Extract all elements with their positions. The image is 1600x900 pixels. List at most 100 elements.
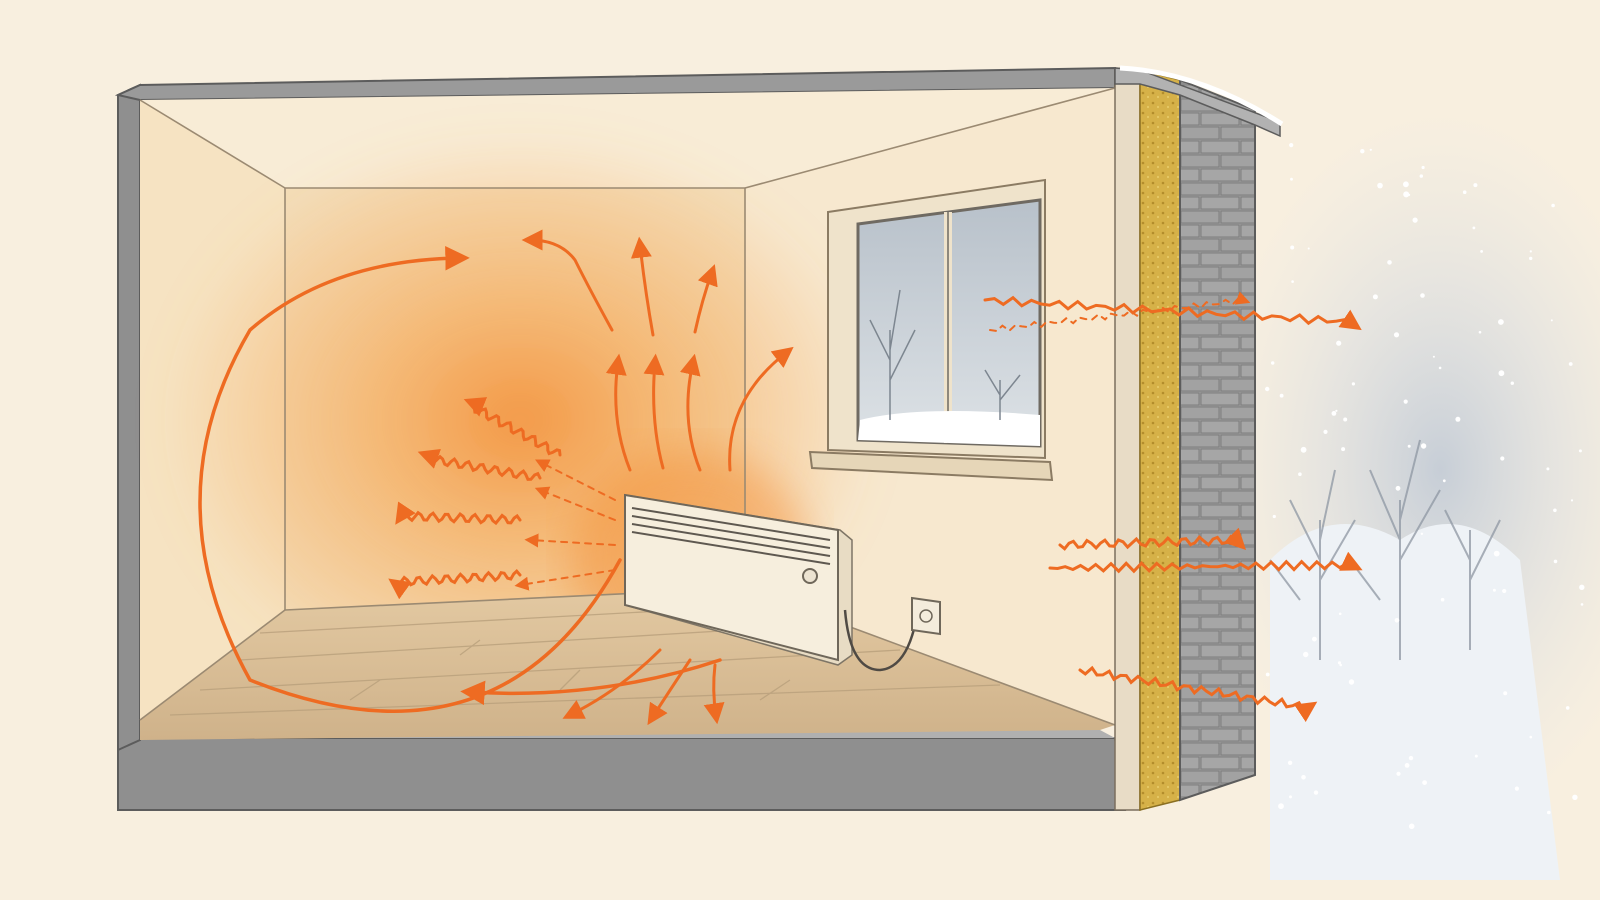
heat-loss-arrow bbox=[989, 291, 1251, 333]
snowflake bbox=[1335, 409, 1338, 412]
radiant-heat-arrow bbox=[417, 448, 542, 481]
snowflake bbox=[1341, 447, 1346, 452]
snowflake bbox=[1420, 443, 1427, 449]
snowflake bbox=[1432, 355, 1435, 358]
snowflake bbox=[1500, 456, 1505, 461]
rising-air-arrow bbox=[643, 353, 665, 470]
down-heat-arrow bbox=[647, 658, 692, 726]
snowflake bbox=[1343, 417, 1348, 422]
snowflake bbox=[1551, 203, 1555, 208]
snowflake bbox=[1307, 247, 1310, 250]
floor-slab-section bbox=[117, 730, 1127, 811]
snowflake bbox=[1503, 691, 1508, 696]
snowflake bbox=[1372, 294, 1378, 300]
snowflake bbox=[1272, 514, 1276, 519]
snowflake bbox=[1407, 444, 1411, 448]
snowflake bbox=[1271, 361, 1275, 365]
snowflake bbox=[1300, 446, 1307, 453]
snowflake bbox=[1312, 636, 1317, 642]
snowflake bbox=[1514, 786, 1519, 791]
radiant-ray bbox=[514, 569, 616, 591]
snowflake bbox=[1478, 330, 1482, 334]
snowflake bbox=[1289, 795, 1292, 799]
heat-loss-arrow bbox=[983, 295, 1362, 331]
radiant-heat-arrow bbox=[463, 397, 562, 457]
snowflake bbox=[1338, 612, 1342, 616]
radiant-ray bbox=[524, 533, 616, 548]
heat-loss-arrow bbox=[1058, 527, 1247, 551]
electric-panel-heater-icon bbox=[624, 493, 917, 672]
brick-layer bbox=[1179, 78, 1256, 802]
outdoor-snow-area bbox=[1210, 110, 1600, 880]
snowflake bbox=[1313, 790, 1319, 795]
snowflake bbox=[1553, 559, 1558, 564]
snowflake bbox=[1377, 182, 1383, 189]
insulation-layer bbox=[1139, 69, 1181, 811]
snowflake bbox=[1301, 775, 1306, 780]
snowflake bbox=[1442, 479, 1446, 483]
snowflake bbox=[1290, 245, 1295, 250]
snowflake bbox=[1493, 550, 1500, 557]
bare-tree-icon bbox=[1269, 439, 1501, 660]
radiant-ray bbox=[534, 486, 616, 521]
snowflake bbox=[1480, 250, 1483, 253]
snowflake bbox=[1492, 588, 1496, 592]
snowflake bbox=[1529, 256, 1533, 261]
snowflake bbox=[1394, 618, 1400, 623]
snowflake bbox=[1498, 370, 1505, 377]
snowflake bbox=[1265, 672, 1270, 677]
snowflake bbox=[1570, 499, 1574, 502]
rising-air-arrow bbox=[680, 353, 702, 472]
snowflake bbox=[1502, 588, 1507, 594]
exterior-wall-section bbox=[1114, 65, 1284, 811]
snowflake bbox=[1408, 755, 1414, 761]
snowflake bbox=[1568, 362, 1573, 366]
snowflake bbox=[1393, 332, 1400, 338]
rising-air-arrow bbox=[693, 264, 718, 334]
floor-arrow-left bbox=[460, 658, 722, 706]
snowflake bbox=[1550, 319, 1553, 322]
snowflake bbox=[1473, 183, 1478, 188]
snowflake bbox=[1303, 651, 1309, 658]
rising-air-arrow bbox=[728, 346, 794, 472]
snowflake bbox=[1265, 386, 1270, 392]
snowflake bbox=[1420, 532, 1424, 535]
snowflake bbox=[1337, 661, 1342, 665]
snowflake bbox=[1278, 803, 1284, 810]
snowflake bbox=[1529, 735, 1533, 739]
snowflake bbox=[1408, 823, 1415, 830]
snowflake bbox=[1387, 260, 1392, 265]
snowflake bbox=[1498, 319, 1504, 325]
snowflake bbox=[1395, 485, 1401, 491]
snowflake bbox=[1472, 226, 1476, 230]
snowflake bbox=[1572, 794, 1578, 800]
snowflake bbox=[1529, 250, 1532, 253]
snowflake bbox=[1579, 584, 1585, 590]
snowflake bbox=[1339, 663, 1342, 667]
snowflake bbox=[1279, 393, 1284, 398]
snowflake bbox=[1438, 366, 1442, 370]
snowflake bbox=[1348, 679, 1355, 685]
snowflake bbox=[1331, 411, 1337, 416]
snowflake bbox=[1547, 810, 1551, 815]
snowflake bbox=[1440, 597, 1445, 602]
rising-air-arrow bbox=[630, 236, 655, 337]
snowflake bbox=[1290, 177, 1293, 181]
snowflake bbox=[1474, 754, 1478, 758]
snowflake bbox=[1323, 429, 1328, 434]
snowflake bbox=[1291, 280, 1294, 283]
snowflake bbox=[1565, 706, 1570, 710]
snowflake bbox=[1578, 449, 1582, 453]
rising-air-arrow bbox=[521, 229, 614, 332]
snowflake bbox=[1351, 382, 1355, 386]
snowflake bbox=[1421, 165, 1425, 170]
snowflake bbox=[1360, 149, 1365, 154]
heat-loss-arrow bbox=[1078, 665, 1318, 723]
snowflake bbox=[1369, 148, 1372, 151]
snowflake bbox=[1580, 603, 1584, 606]
snowflake bbox=[1419, 174, 1424, 178]
window bbox=[808, 178, 1054, 482]
snowflake bbox=[1403, 181, 1409, 188]
heat-loss-arrow bbox=[1048, 551, 1363, 574]
